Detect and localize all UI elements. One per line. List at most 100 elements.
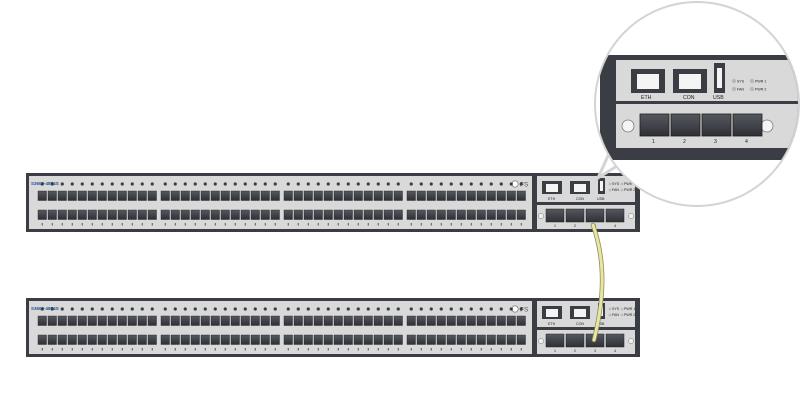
rj45-port[interactable] [486, 315, 496, 326]
rj45-port[interactable] [383, 190, 393, 201]
rj45-port[interactable] [486, 334, 496, 345]
rj45-port[interactable] [97, 315, 107, 326]
rj45-port[interactable] [47, 190, 57, 201]
rj45-port[interactable] [190, 209, 200, 220]
rj45-port[interactable] [283, 315, 293, 326]
rj45-port[interactable] [240, 315, 250, 326]
rj45-port[interactable] [57, 334, 67, 345]
rj45-port[interactable] [343, 315, 353, 326]
rj45-port[interactable] [416, 334, 426, 345]
rj45-port[interactable] [127, 209, 137, 220]
rj45-port[interactable] [37, 315, 47, 326]
rj45-port[interactable] [426, 190, 436, 201]
rj45-port[interactable] [393, 190, 403, 201]
rj45-port[interactable] [313, 315, 323, 326]
rj45-port[interactable] [516, 315, 526, 326]
rj45-port[interactable] [313, 190, 323, 201]
rj45-port[interactable] [406, 209, 416, 220]
rj45-port[interactable] [436, 334, 446, 345]
rj45-port[interactable] [230, 315, 240, 326]
rj45-port[interactable] [496, 209, 506, 220]
rj45-port[interactable] [67, 209, 77, 220]
rj45-port[interactable] [466, 334, 476, 345]
rj45-port[interactable] [190, 315, 200, 326]
rj45-port[interactable] [137, 209, 147, 220]
rj45-port[interactable] [270, 190, 280, 201]
rj45-port[interactable] [373, 315, 383, 326]
rj45-port[interactable] [37, 190, 47, 201]
rj45-port[interactable] [170, 334, 180, 345]
rj45-port[interactable] [466, 315, 476, 326]
rj45-port[interactable] [506, 334, 516, 345]
rj45-port[interactable] [313, 209, 323, 220]
rj45-port[interactable] [127, 334, 137, 345]
rj45-port[interactable] [127, 315, 137, 326]
rj45-port[interactable] [323, 315, 333, 326]
rj45-port[interactable] [200, 209, 210, 220]
rj45-port[interactable] [117, 315, 127, 326]
rj45-port[interactable] [476, 315, 486, 326]
rj45-port[interactable] [446, 315, 456, 326]
rj45-port[interactable] [456, 190, 466, 201]
rj45-port[interactable] [200, 334, 210, 345]
rj45-port[interactable] [107, 190, 117, 201]
rj45-port[interactable] [343, 190, 353, 201]
rj45-port[interactable] [373, 190, 383, 201]
rj45-port[interactable] [293, 334, 303, 345]
rj45-port[interactable] [77, 190, 87, 201]
rj45-port[interactable] [77, 209, 87, 220]
rj45-port[interactable] [230, 209, 240, 220]
rj45-port[interactable] [250, 209, 260, 220]
rj45-port[interactable] [333, 209, 343, 220]
rj45-port[interactable] [220, 315, 230, 326]
rj45-port[interactable] [57, 209, 67, 220]
rj45-port[interactable] [293, 190, 303, 201]
rj45-port[interactable] [343, 334, 353, 345]
rj45-port[interactable] [323, 334, 333, 345]
rj45-port[interactable] [456, 334, 466, 345]
rj45-port[interactable] [323, 209, 333, 220]
rj45-port[interactable] [476, 334, 486, 345]
rj45-port[interactable] [363, 209, 373, 220]
rj45-port[interactable] [240, 190, 250, 201]
rj45-port[interactable] [393, 334, 403, 345]
rj45-port[interactable] [107, 209, 117, 220]
rj45-port[interactable] [47, 209, 57, 220]
rj45-port[interactable] [220, 334, 230, 345]
rj45-port[interactable] [117, 209, 127, 220]
rj45-port[interactable] [496, 315, 506, 326]
rj45-port[interactable] [436, 190, 446, 201]
rj45-port[interactable] [107, 334, 117, 345]
rj45-port[interactable] [343, 209, 353, 220]
rj45-port[interactable] [293, 209, 303, 220]
rj45-port[interactable] [406, 334, 416, 345]
rj45-port[interactable] [87, 190, 97, 201]
rj45-port[interactable] [466, 190, 476, 201]
rj45-port[interactable] [180, 315, 190, 326]
rj45-port[interactable] [137, 334, 147, 345]
stacking-cable[interactable] [591, 223, 604, 342]
rj45-port[interactable] [250, 334, 260, 345]
rj45-port[interactable] [147, 209, 157, 220]
rj45-port[interactable] [200, 315, 210, 326]
rj45-port[interactable] [436, 315, 446, 326]
rj45-port[interactable] [160, 315, 170, 326]
rj45-port[interactable] [333, 315, 343, 326]
rj45-port[interactable] [180, 190, 190, 201]
rj45-port[interactable] [363, 334, 373, 345]
rj45-port[interactable] [240, 334, 250, 345]
rj45-port[interactable] [220, 190, 230, 201]
rj45-port[interactable] [260, 190, 270, 201]
rj45-port[interactable] [147, 190, 157, 201]
rj45-port[interactable] [303, 209, 313, 220]
rj45-port[interactable] [160, 334, 170, 345]
rj45-port[interactable] [426, 315, 436, 326]
rj45-port[interactable] [506, 315, 516, 326]
rj45-port[interactable] [456, 209, 466, 220]
rj45-port[interactable] [416, 209, 426, 220]
rj45-port[interactable] [107, 315, 117, 326]
rj45-port[interactable] [373, 209, 383, 220]
rj45-port[interactable] [97, 334, 107, 345]
rj45-port[interactable] [353, 315, 363, 326]
rj45-port[interactable] [127, 190, 137, 201]
